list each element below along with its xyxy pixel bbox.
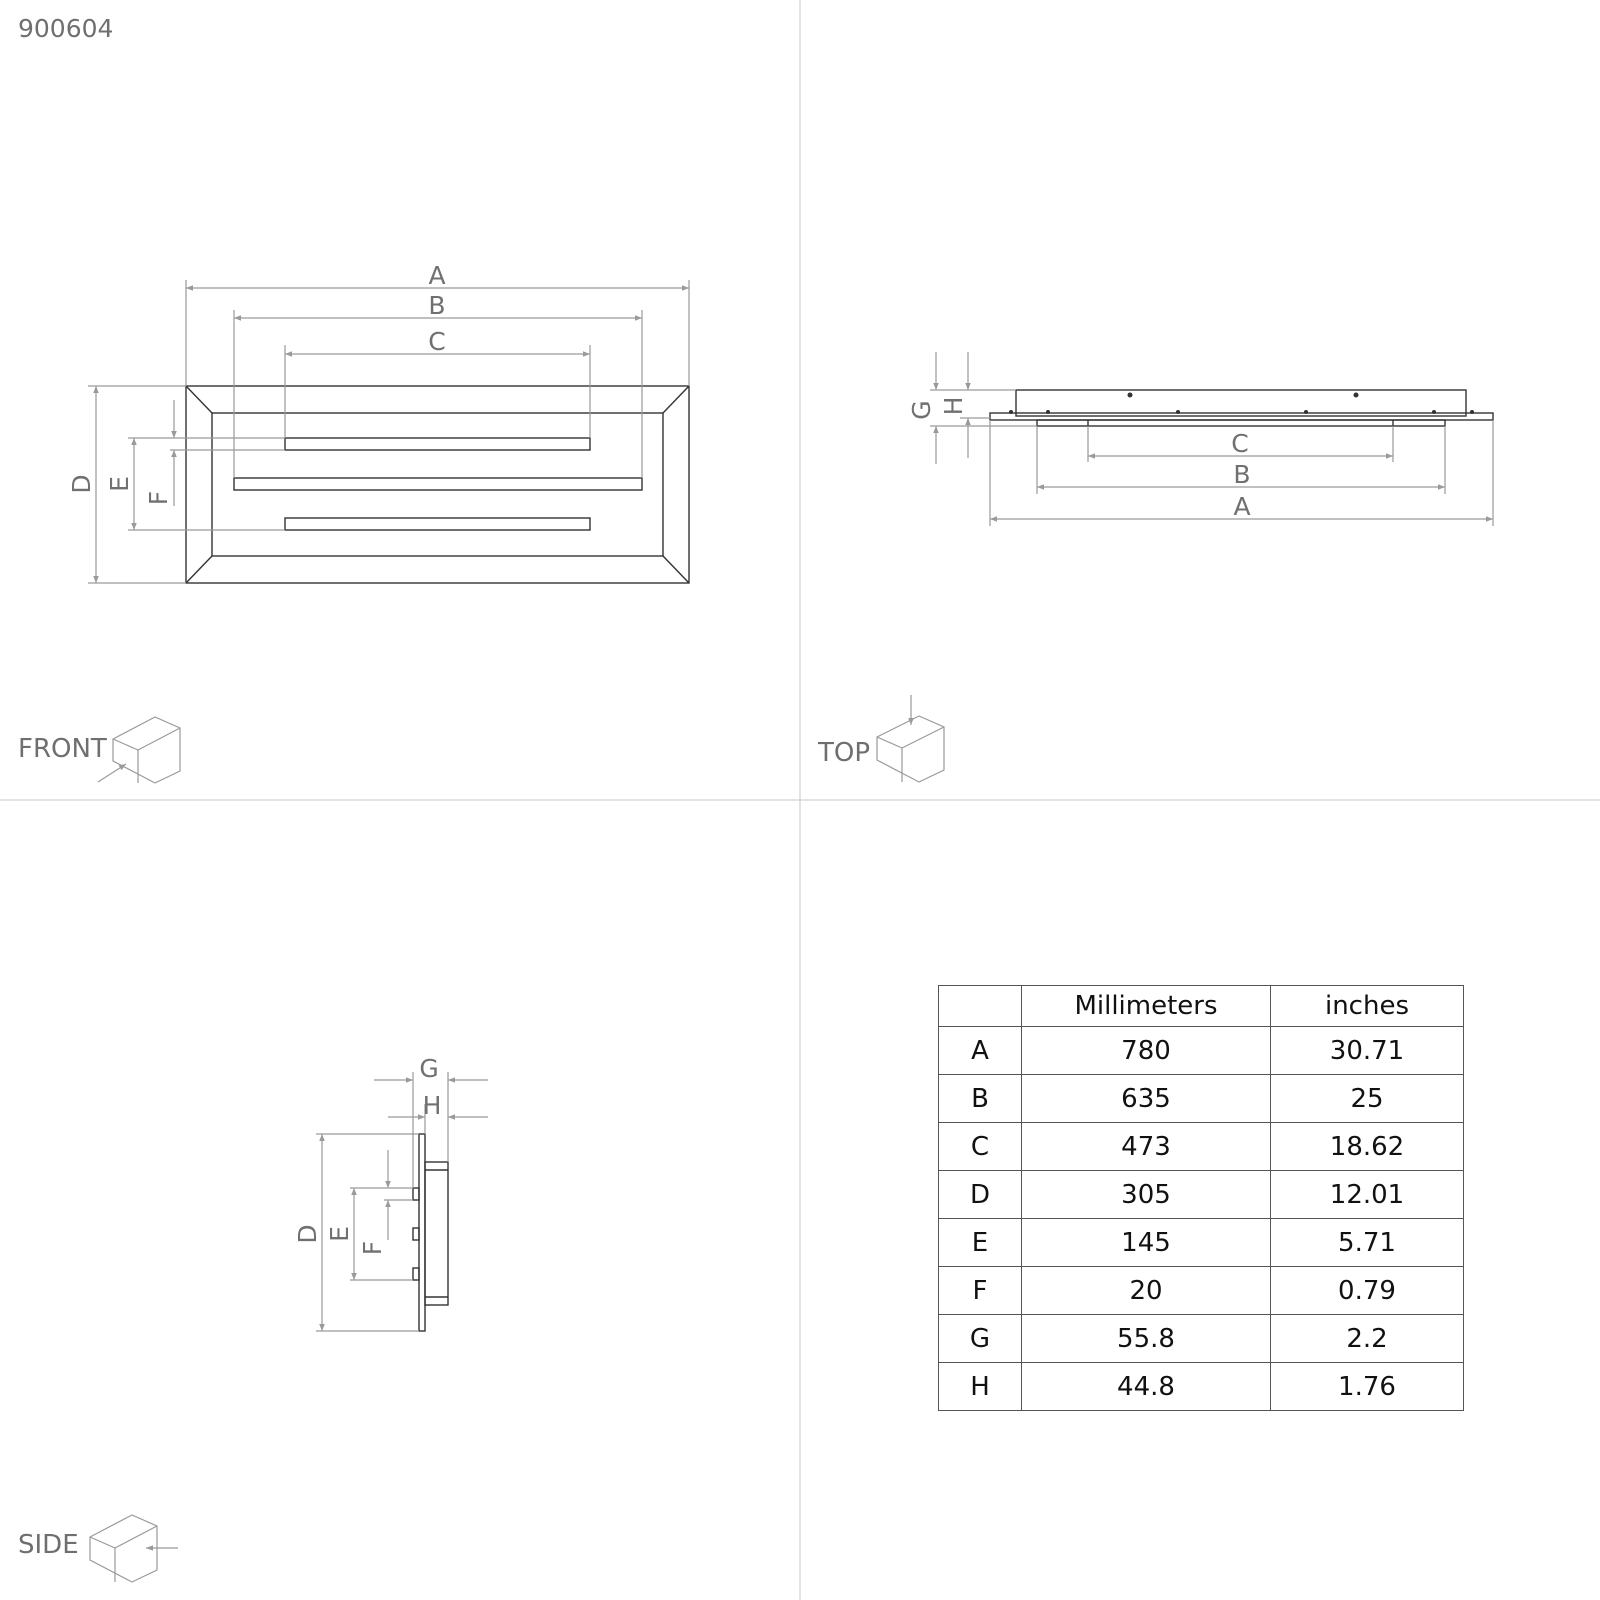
row-in: 5.71 — [1270, 1218, 1464, 1267]
front-slot-bottom — [284, 517, 591, 531]
front-label-a: A — [428, 261, 445, 290]
row-mm: 780 — [1021, 1026, 1271, 1075]
front-view-cube-icon — [97, 716, 181, 784]
row-key: C — [938, 1122, 1022, 1171]
row-mm: 305 — [1021, 1170, 1271, 1219]
table-header-key — [938, 985, 1022, 1027]
front-label-b: B — [428, 291, 445, 320]
front-view: A B C D E F — [67, 261, 690, 784]
product-code: 900604 — [18, 14, 114, 43]
row-key: A — [938, 1026, 1022, 1075]
side-label-h: H — [423, 1091, 442, 1120]
row-in: 30.71 — [1270, 1026, 1464, 1075]
front-label-f: F — [144, 491, 173, 505]
side-label-e: E — [325, 1226, 354, 1242]
row-key: H — [938, 1362, 1022, 1411]
table-header-mm: Millimeters — [1021, 985, 1271, 1027]
row-mm: 55.8 — [1021, 1314, 1271, 1363]
top-label-b: B — [1233, 460, 1250, 489]
side-label-f: F — [358, 1241, 387, 1255]
side-view-cube-icon — [89, 1514, 178, 1583]
row-in: 2.2 — [1270, 1314, 1464, 1363]
row-key: G — [938, 1314, 1022, 1363]
row-key: F — [938, 1266, 1022, 1315]
row-key: B — [938, 1074, 1022, 1123]
row-in: 0.79 — [1270, 1266, 1464, 1315]
side-view-label: SIDE — [18, 1530, 79, 1560]
front-view-label: FRONT — [18, 734, 107, 764]
top-view: C B A G H — [876, 352, 1494, 783]
table-header-row: Millimeters inches — [938, 985, 1464, 1027]
side-view: G H D E F — [89, 1054, 488, 1583]
row-key: E — [938, 1218, 1022, 1267]
table-header-in: inches — [1270, 985, 1464, 1027]
top-view-label: TOP — [818, 738, 871, 768]
side-label-d: D — [293, 1224, 322, 1243]
front-slot-top — [284, 437, 591, 451]
front-label-e: E — [105, 476, 134, 492]
top-label-a: A — [1233, 492, 1250, 521]
row-mm: 20 — [1021, 1266, 1271, 1315]
row-mm: 635 — [1021, 1074, 1271, 1123]
row-in: 25 — [1270, 1074, 1464, 1123]
front-label-c: C — [428, 327, 445, 356]
side-label-g: G — [419, 1054, 438, 1083]
front-label-d: D — [67, 474, 96, 493]
top-label-h: H — [939, 397, 968, 416]
row-mm: 473 — [1021, 1122, 1271, 1171]
top-label-c: C — [1231, 429, 1248, 458]
row-in: 12.01 — [1270, 1170, 1464, 1219]
front-slot-middle — [233, 477, 643, 491]
top-view-cube-icon — [876, 695, 945, 783]
row-mm: 44.8 — [1021, 1362, 1271, 1411]
row-mm: 145 — [1021, 1218, 1271, 1267]
top-label-g: G — [907, 400, 936, 419]
row-key: D — [938, 1170, 1022, 1219]
row-in: 1.76 — [1270, 1362, 1464, 1411]
row-in: 18.62 — [1270, 1122, 1464, 1171]
